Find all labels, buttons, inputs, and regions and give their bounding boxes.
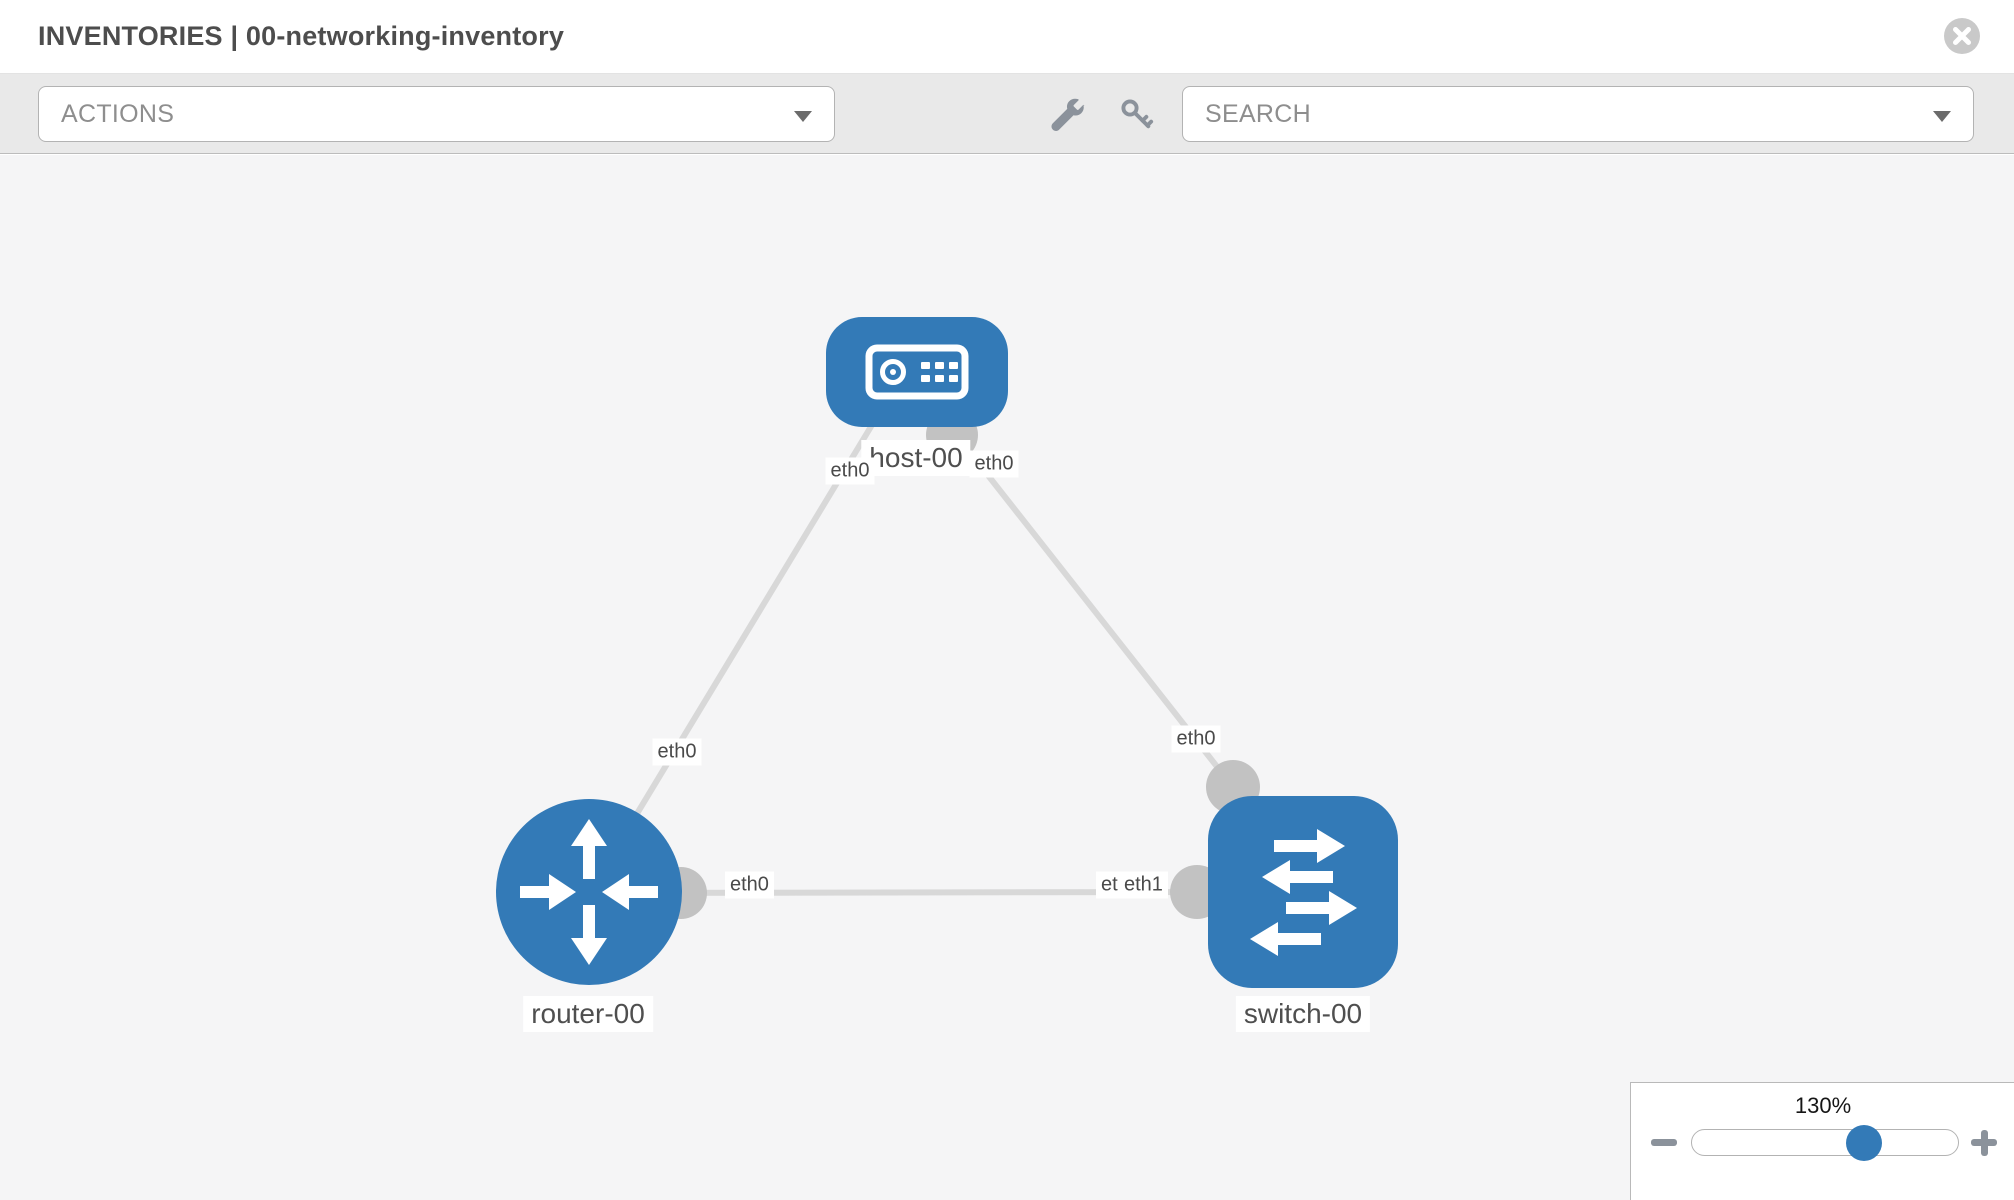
chevron-down-icon xyxy=(1933,111,1951,122)
node-label-host: host-00 xyxy=(861,440,971,476)
node-switch-00[interactable] xyxy=(1208,796,1398,988)
search-dropdown-label: SEARCH xyxy=(1205,99,1311,128)
node-label-switch: switch-00 xyxy=(1235,996,1371,1032)
zoom-panel: 130% xyxy=(1630,1082,2014,1200)
page-title: INVENTORIES | 00-networking-inventory xyxy=(38,21,565,51)
actions-dropdown[interactable]: ACTIONS xyxy=(38,86,835,142)
iface-label-host-left: eth0 xyxy=(825,457,875,485)
iface-label-switch-uplink: eth0 xyxy=(1171,725,1221,753)
iface-label-switch-left-front: eth1 xyxy=(1119,871,1168,899)
wrench-icon[interactable] xyxy=(1050,96,1086,132)
header: INVENTORIES | 00-networking-inventory xyxy=(0,0,2014,74)
close-button[interactable] xyxy=(1942,16,1982,56)
chevron-down-icon xyxy=(794,111,812,122)
iface-label-host-right: eth0 xyxy=(969,450,1019,478)
topology-canvas[interactable]: host-00 router-00 switch-00 eth0 eth0 et… xyxy=(0,155,2014,1200)
node-host-00[interactable] xyxy=(826,317,1008,427)
node-label-router: router-00 xyxy=(523,996,653,1032)
actions-dropdown-label: ACTIONS xyxy=(61,99,175,128)
key-icon[interactable] xyxy=(1118,96,1154,132)
topology-edges xyxy=(586,409,1260,919)
zoom-level: 130% xyxy=(1794,1093,1852,1118)
minus-icon xyxy=(1651,1139,1677,1146)
close-icon xyxy=(1944,18,1980,54)
switch-icon xyxy=(1250,829,1357,956)
toolbar: ACTIONS SEARCH xyxy=(0,74,2014,154)
zoom-slider-thumb[interactable] xyxy=(1846,1125,1882,1161)
host-icon xyxy=(865,344,969,400)
iface-label-router-uplink: eth0 xyxy=(652,738,702,766)
zoom-in-button[interactable] xyxy=(1967,1125,2001,1159)
zoom-out-button[interactable] xyxy=(1647,1125,1681,1159)
node-router-00[interactable] xyxy=(496,799,682,985)
router-icon xyxy=(520,819,658,965)
search-dropdown[interactable]: SEARCH xyxy=(1182,86,1974,142)
zoom-slider[interactable] xyxy=(1691,1125,1959,1161)
iface-label-router-right: eth0 xyxy=(725,871,774,899)
